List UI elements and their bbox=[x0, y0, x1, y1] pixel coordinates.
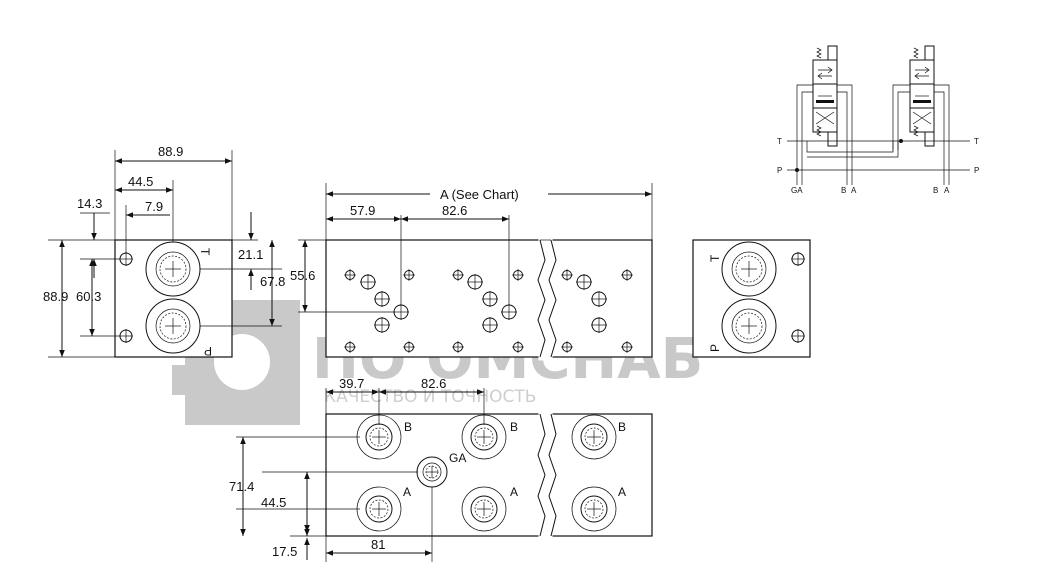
schematic-label-b2: B bbox=[933, 186, 938, 195]
schematic-label-b1: B bbox=[841, 186, 846, 195]
dim-88-9-top: 88.9 bbox=[158, 144, 183, 159]
dim-21-1: 21.1 bbox=[238, 247, 263, 262]
dim-88-9-left: 88.9 bbox=[43, 289, 68, 304]
port-label-t-right: T bbox=[708, 254, 722, 262]
dim-67-8: 67.8 bbox=[260, 274, 285, 289]
port-label-a1: A bbox=[403, 485, 411, 499]
port-label-b2: B bbox=[510, 420, 518, 434]
dim-17-5: 17.5 bbox=[272, 544, 297, 559]
dim-82-6-bottom: 82.6 bbox=[421, 376, 446, 391]
schematic-label-t-left: T bbox=[777, 137, 782, 146]
dim-44-5-bottom: 44.5 bbox=[261, 495, 286, 510]
port-label-ga: GA bbox=[449, 451, 466, 465]
right-end-view: T P bbox=[692, 239, 811, 358]
port-label-p-right: P bbox=[708, 344, 722, 352]
dim-55-6: 55.6 bbox=[290, 268, 315, 283]
dim-60-3: 60.3 bbox=[76, 289, 101, 304]
schematic-label-p-left: P bbox=[777, 166, 782, 175]
dim-71-4: 71.4 bbox=[229, 479, 254, 494]
dim-39-7: 39.7 bbox=[339, 376, 364, 391]
dim-7-9: 7.9 bbox=[145, 199, 163, 214]
schematic-label-a2: A bbox=[944, 186, 950, 195]
top-view-holes bbox=[344, 269, 633, 353]
port-label-a2: A bbox=[510, 485, 518, 499]
bottom-view: B B B A A A GA 39.7 82.6 71.4 44.5 17.5 … bbox=[229, 376, 653, 562]
port-label-t-left: T bbox=[198, 248, 212, 256]
port-label-p-left: P bbox=[204, 344, 212, 358]
hydraulic-schematic: T T P P GA B A B A bbox=[777, 45, 979, 195]
left-end-view: T P 88.9 44.5 14.3 7.9 88.9 60.3 bbox=[43, 144, 285, 358]
a-ports bbox=[356, 486, 617, 532]
schematic-label-t-right: T bbox=[974, 137, 979, 146]
dim-a-see-chart: A (See Chart) bbox=[440, 187, 519, 202]
dim-44-5: 44.5 bbox=[128, 174, 153, 189]
schematic-label-ga: GA bbox=[791, 186, 803, 195]
port-label-b3: B bbox=[618, 420, 626, 434]
left-end-plate bbox=[114, 239, 233, 358]
dim-82-6-top: 82.6 bbox=[442, 203, 467, 218]
top-view: A (See Chart) 57.9 82.6 55.6 bbox=[290, 183, 653, 361]
dim-81: 81 bbox=[371, 537, 385, 552]
port-label-a3: A bbox=[618, 485, 626, 499]
schematic-label-a1: A bbox=[851, 186, 857, 195]
right-end-plate bbox=[692, 239, 811, 358]
port-label-b1: B bbox=[404, 420, 412, 434]
dim-14-3: 14.3 bbox=[77, 196, 102, 211]
schematic-label-p-right: P bbox=[974, 166, 979, 175]
dim-57-9: 57.9 bbox=[350, 203, 375, 218]
